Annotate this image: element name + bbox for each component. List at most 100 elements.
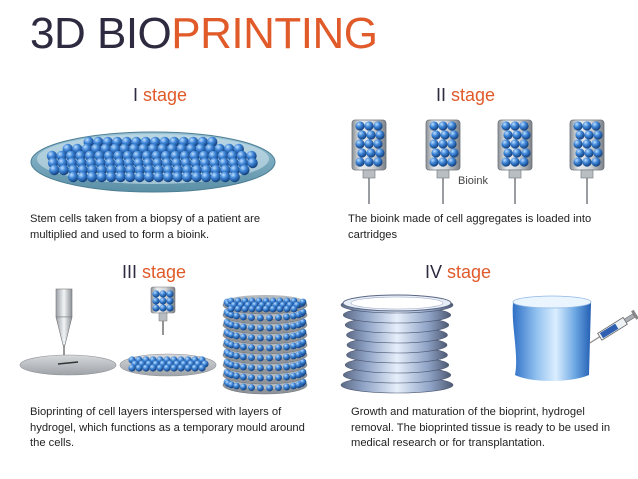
cell bbox=[438, 121, 448, 131]
cell bbox=[364, 139, 374, 149]
cell bbox=[170, 364, 178, 372]
cell bbox=[257, 344, 264, 352]
cell bbox=[227, 351, 235, 359]
cell bbox=[233, 322, 240, 330]
petri-dish-illustration bbox=[30, 131, 276, 193]
cell bbox=[240, 313, 247, 321]
cell bbox=[248, 374, 255, 382]
cell bbox=[166, 304, 174, 312]
cell bbox=[266, 344, 273, 352]
cell bbox=[240, 323, 247, 331]
cell bbox=[364, 157, 374, 167]
cell bbox=[248, 354, 255, 362]
cell bbox=[510, 139, 520, 149]
cell bbox=[257, 354, 264, 362]
cell bbox=[172, 171, 183, 183]
hydrogel-nozzle bbox=[55, 288, 73, 355]
cell bbox=[275, 354, 282, 362]
cell bbox=[519, 139, 529, 149]
cell bbox=[115, 171, 126, 183]
stage-2-word: stage bbox=[451, 85, 496, 105]
cell bbox=[584, 130, 594, 140]
cell bbox=[275, 324, 282, 332]
cell bbox=[373, 157, 383, 167]
cell bbox=[364, 121, 374, 131]
cell bbox=[357, 130, 367, 140]
cell bbox=[248, 314, 255, 322]
cell bbox=[276, 305, 284, 313]
cell bbox=[143, 171, 155, 183]
cell bbox=[299, 318, 307, 326]
cell bbox=[257, 314, 264, 322]
syringe-icon bbox=[589, 309, 638, 344]
cell bbox=[257, 384, 264, 392]
cell bbox=[162, 171, 174, 183]
cell bbox=[283, 353, 290, 361]
stage-3-numeral: III bbox=[122, 262, 138, 282]
cell bbox=[156, 364, 164, 372]
cell bbox=[233, 332, 240, 340]
cell-cluster bbox=[46, 136, 258, 183]
cell bbox=[134, 171, 145, 183]
cell-nozzle bbox=[150, 286, 176, 335]
cell bbox=[299, 328, 307, 336]
cell bbox=[233, 312, 240, 320]
cell bbox=[438, 139, 448, 149]
cell bbox=[257, 364, 264, 372]
cell bbox=[299, 368, 307, 376]
hydrogel-rings bbox=[340, 294, 454, 394]
stage-4-word: stage bbox=[447, 262, 492, 282]
cell bbox=[86, 171, 98, 183]
cell bbox=[234, 305, 242, 313]
cell bbox=[283, 305, 291, 313]
cell bbox=[290, 312, 297, 320]
cell bbox=[227, 321, 235, 329]
cell bbox=[355, 157, 365, 167]
cell bbox=[166, 297, 174, 305]
cell bbox=[257, 324, 264, 332]
cell bbox=[58, 164, 70, 176]
cell bbox=[283, 333, 290, 341]
stage-3-heading: III stage bbox=[122, 262, 186, 283]
stage-1-numeral: I bbox=[133, 85, 139, 105]
cell bbox=[290, 342, 297, 350]
cell bbox=[266, 324, 273, 332]
cell bbox=[184, 364, 192, 372]
cell bbox=[96, 171, 107, 183]
cell bbox=[512, 148, 522, 158]
cell bbox=[373, 139, 383, 149]
cell bbox=[290, 305, 298, 313]
cell bbox=[440, 130, 450, 140]
cell bbox=[575, 130, 585, 140]
bioprinted-tissue bbox=[512, 295, 592, 381]
cell bbox=[266, 384, 273, 392]
cell bbox=[191, 364, 199, 372]
cell bbox=[135, 364, 143, 372]
cell bbox=[105, 171, 117, 183]
cell bbox=[266, 314, 273, 322]
cell bbox=[519, 157, 529, 167]
cell bbox=[233, 382, 240, 390]
cell bbox=[575, 148, 585, 158]
cell bbox=[227, 341, 235, 349]
cell bbox=[503, 148, 513, 158]
cell bbox=[227, 361, 235, 369]
cell bbox=[582, 139, 592, 149]
cell bbox=[290, 382, 297, 390]
stage-4-caption: Growth and maturation of the bioprint, h… bbox=[351, 406, 611, 449]
cell bbox=[519, 121, 529, 131]
cell bbox=[512, 130, 522, 140]
cell bbox=[227, 381, 235, 389]
cell bbox=[355, 121, 365, 131]
cell bbox=[299, 338, 307, 346]
cell bbox=[240, 363, 247, 371]
cell bbox=[240, 383, 247, 391]
cell bbox=[593, 130, 603, 140]
cell bbox=[248, 334, 255, 342]
cell bbox=[233, 352, 240, 360]
cell bbox=[152, 304, 160, 312]
cell bbox=[438, 157, 448, 167]
cell bbox=[503, 130, 513, 140]
cell bbox=[275, 384, 282, 392]
stage-2-caption: The bioink made of cell aggregates is lo… bbox=[348, 213, 592, 241]
